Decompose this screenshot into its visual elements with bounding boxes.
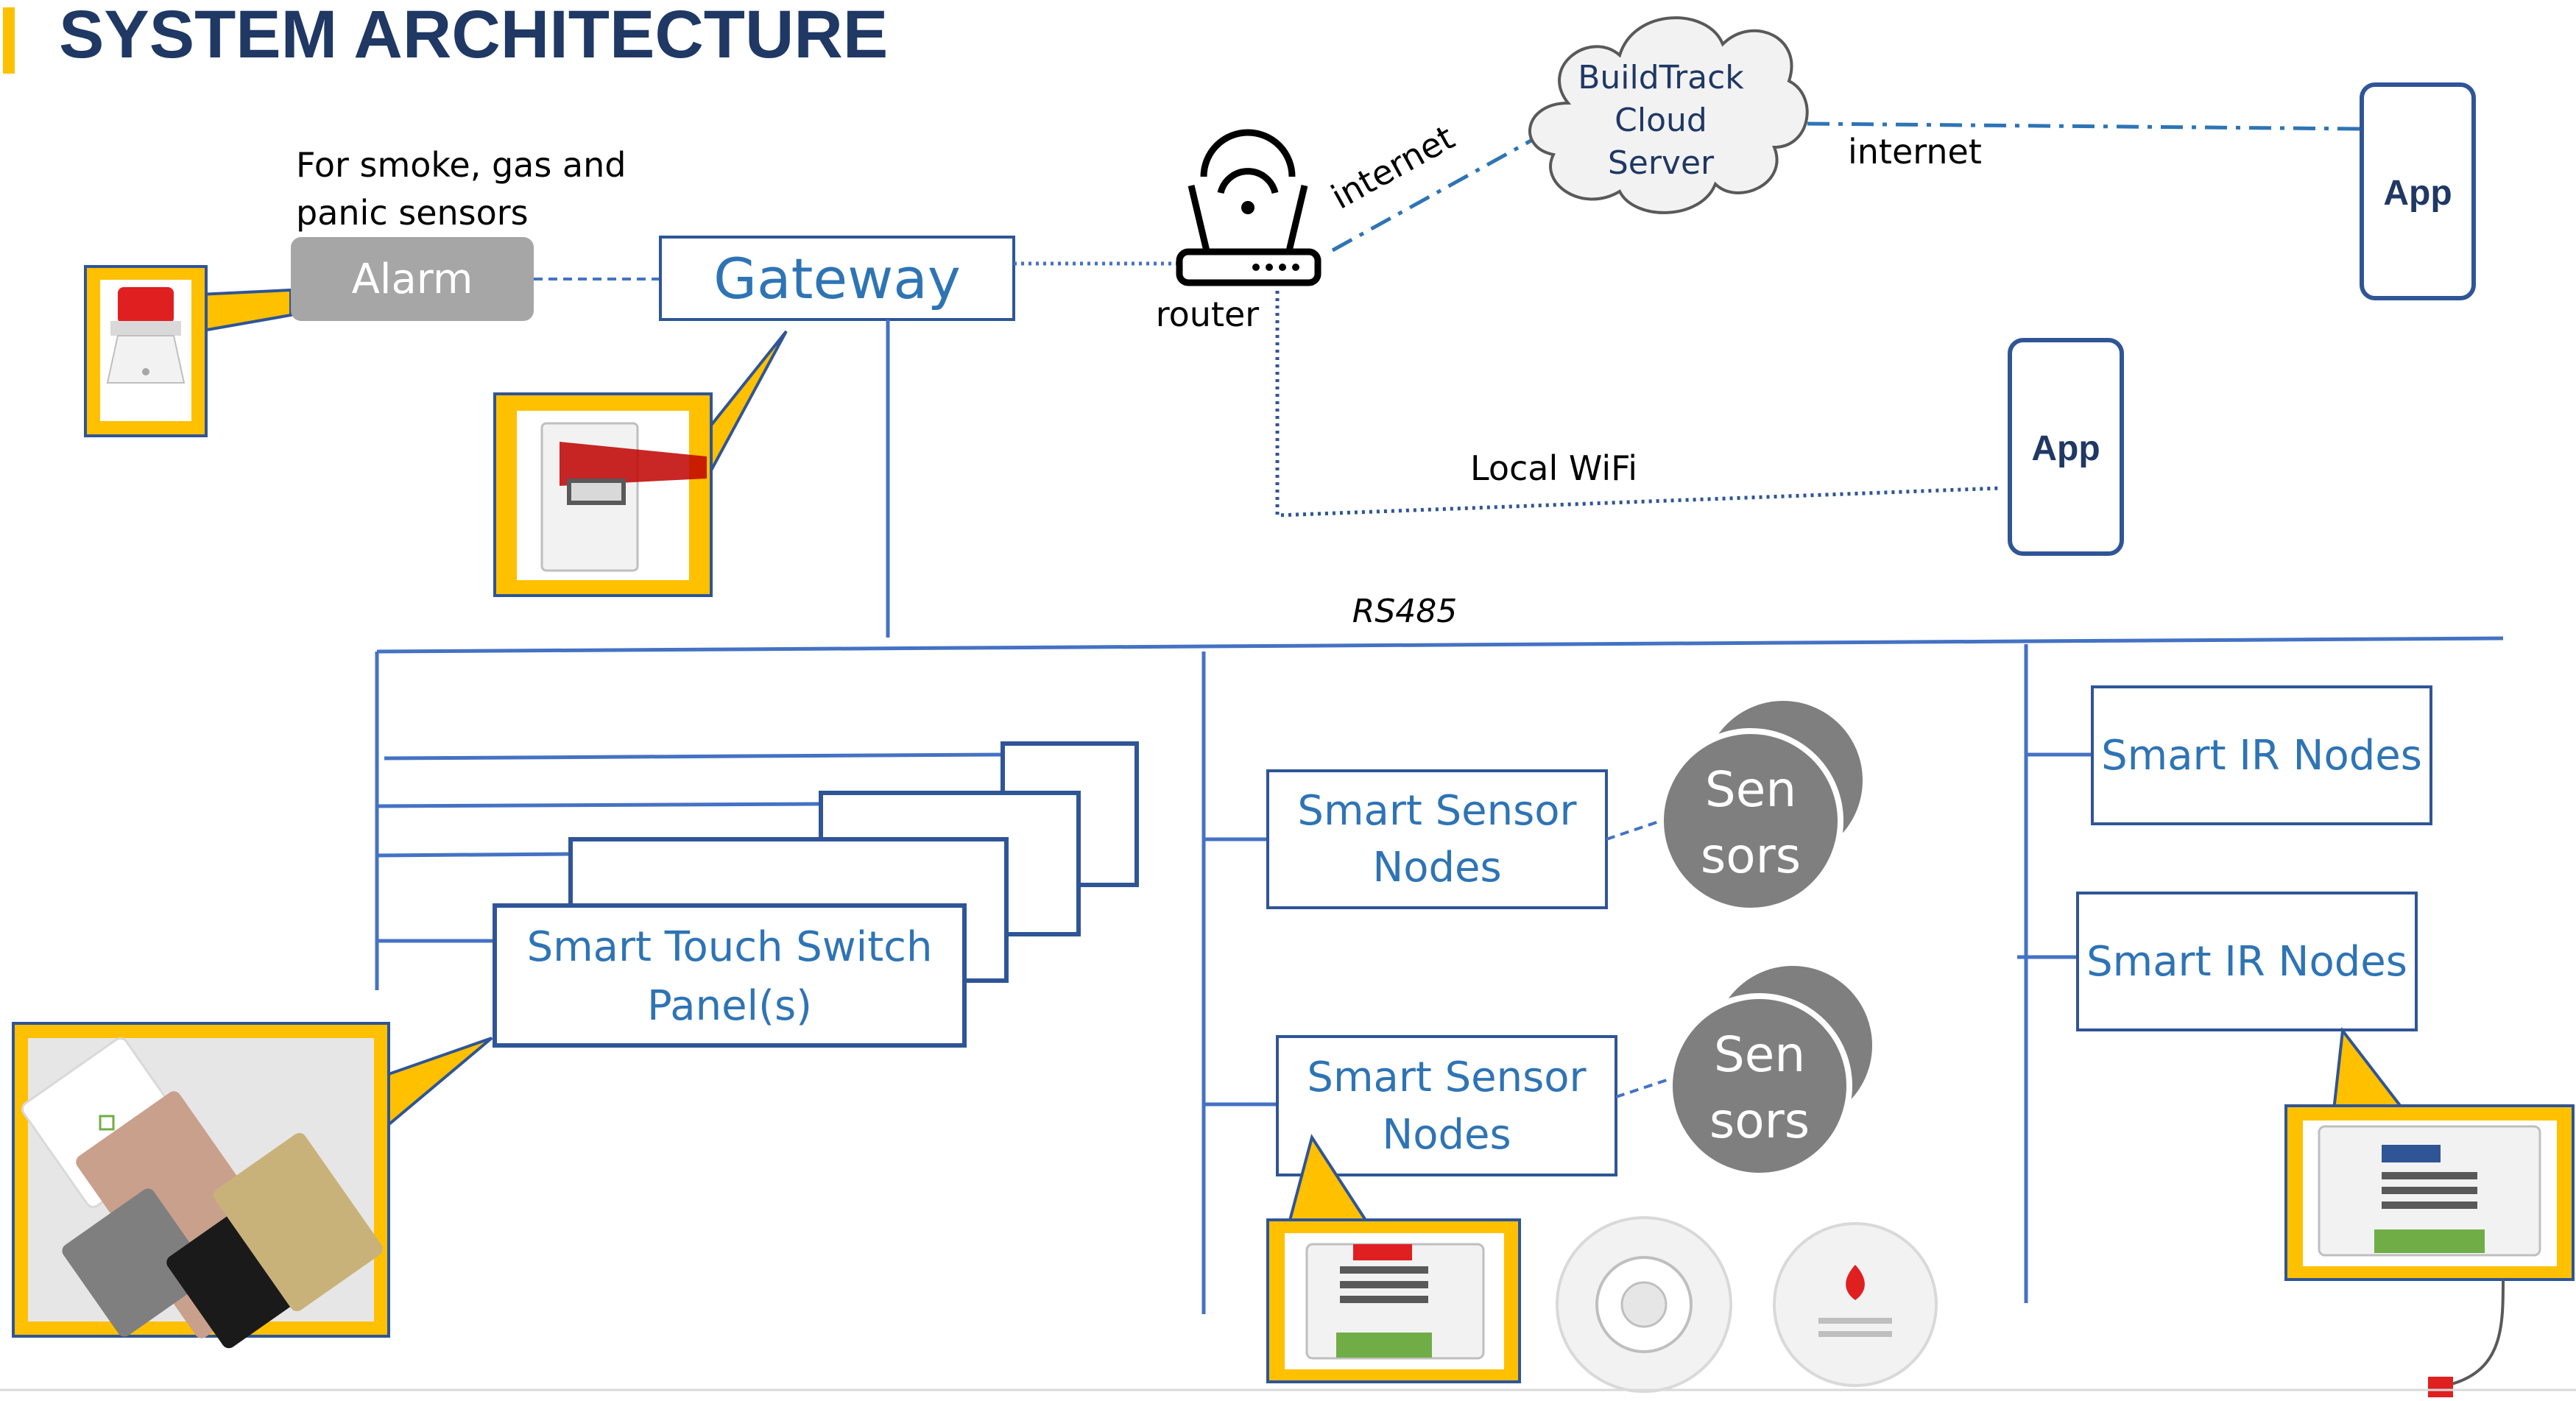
ir-node-1-label: Smart IR Nodes [2101,732,2422,780]
ir-node-device-icon [2318,1125,2541,1257]
touch-panel-line2: Panel(s) [647,982,812,1030]
alarm-siren-icon [106,287,186,384]
alarm-note-line2: panic sensors [296,193,529,233]
local-wifi-label: Local WiFi [1470,448,1637,488]
sensor-node-1-line1: Smart Sensor [1297,787,1577,835]
page-title: SYSTEM ARCHITECTURE [59,0,888,72]
alarm-note-line1: For smoke, gas and [296,145,626,185]
sensors-1-line2: sors [1701,827,1801,884]
app-top-label: App [2383,174,2452,213]
gateway-device-icon [540,422,707,572]
touch-panel-callout [12,1022,493,1349]
ir-node-device-callout [2284,1026,2575,1397]
sensor-node-2-line1: Smart Sensor [1307,1054,1587,1101]
router-label: router [1156,294,1260,334]
app-local-label: App [2031,429,2100,468]
router-local-app-link [1275,291,2002,518]
sensor-node-1-line2: Nodes [1372,844,1501,892]
ir-emitter-cable [2451,1279,2505,1386]
ir-node-2-label: Smart IR Nodes [2086,938,2407,986]
internet-right-label: internet [1848,132,1982,172]
alarm-device-callout [84,265,292,437]
cloud-line2: Cloud [1615,102,1707,139]
gateway-box [659,236,1015,321]
ir-node-box-1 [2091,685,2432,825]
alarm-box [291,237,534,321]
sensor-node-2-line2: Nodes [1382,1111,1511,1159]
sensors-stack-2 [1667,960,1878,1179]
sensors-1-line1: Sen [1705,761,1796,818]
sensors-2-line2: sors [1709,1093,1810,1149]
sensor-node-device-icon [1305,1243,1485,1360]
gateway-label: Gateway [713,246,961,311]
bus-label: RS485 [1352,593,1457,630]
smoke-detector-icon [1556,1216,1732,1393]
sensors-stack-1 [1658,695,1869,914]
internet-left-label: internet [1324,117,1461,216]
ir-node-box-2 [2076,892,2418,1031]
router-cloud-link [1331,136,1536,253]
alarm-label: Alarm [352,255,473,303]
sensor-node-device-callout [1266,1134,1521,1383]
ir-emitter-icon [2428,1377,2453,1397]
switch-panel-icon [21,1037,383,1349]
sensor-node-box-2 [1276,1035,1617,1176]
app-top[interactable] [2360,82,2476,300]
rs485-bus-line [376,636,2504,654]
router-icon [1176,129,1321,286]
touch-panel-line1: Smart Touch Switch [527,923,933,971]
gateway-device-callout [493,330,788,597]
sensor-link-2 [1615,1077,1672,1098]
touch-panel-box [493,903,967,1048]
title-accent-bar [3,7,15,74]
panel-link-1 [384,752,1003,761]
sensors-2-line1: Sen [1714,1026,1805,1083]
sensor-node-box-1 [1266,769,1608,909]
sensor-link-1 [1606,819,1662,841]
app-local[interactable] [2008,338,2124,556]
panel-link-2 [376,802,822,808]
cloud-icon [1528,16,1809,214]
cloud-line1: BuildTrack [1578,59,1744,96]
cloud-app-link [1807,121,2360,131]
cloud-line3: Server [1608,144,1715,182]
fire-detector-icon [1773,1222,1938,1387]
panel-link-3 [376,852,571,858]
